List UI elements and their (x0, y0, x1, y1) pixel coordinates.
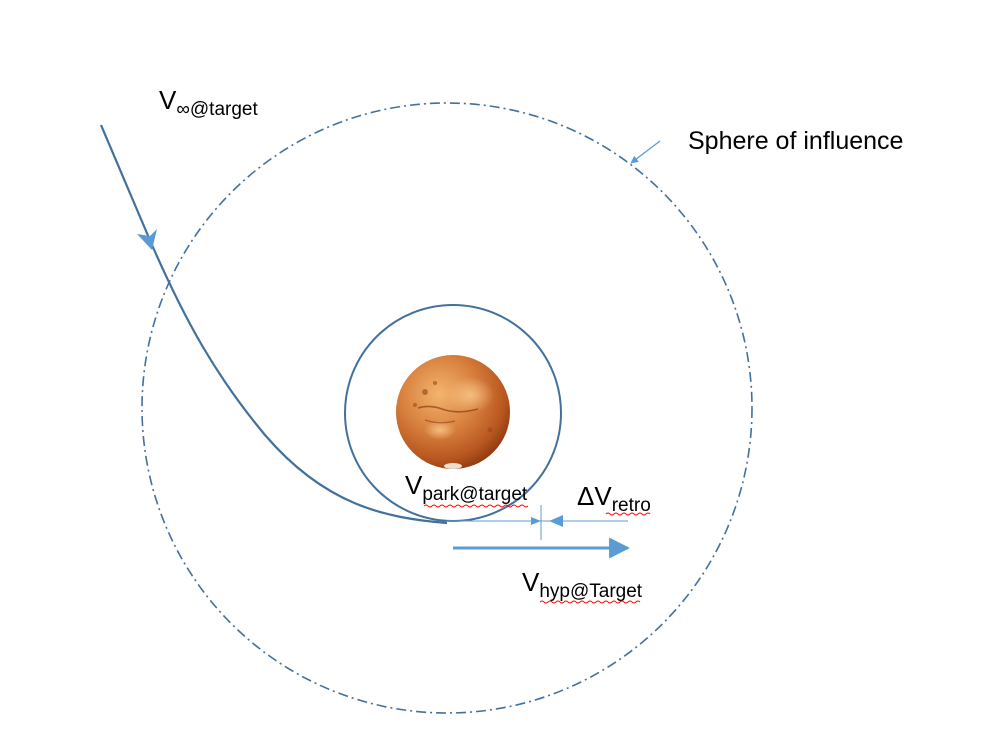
hyperbolic-trajectory (99, 124, 448, 525)
retro-arrow-head (549, 515, 563, 527)
delta-v-retro-label: ΔVretro (577, 481, 651, 516)
trajectory-direction-arrow (137, 229, 157, 250)
v-hyp-label: Vhyp@Target (522, 567, 643, 602)
v-hyp-spellcheck-underline (539, 600, 641, 604)
v-park-label: Vpark@target (405, 470, 528, 505)
tick-arrow-right (531, 517, 541, 525)
mars-planet-icon (396, 355, 510, 469)
soi-pointer-arrow (630, 140, 661, 164)
v-inf-label: V∞@target (159, 85, 258, 120)
sphere-of-influence-circle (141, 102, 753, 714)
sphere-of-influence-label: Sphere of influence (688, 127, 903, 155)
delta-v-spellcheck-underline (605, 512, 651, 516)
v-park-spellcheck-underline (423, 504, 529, 508)
